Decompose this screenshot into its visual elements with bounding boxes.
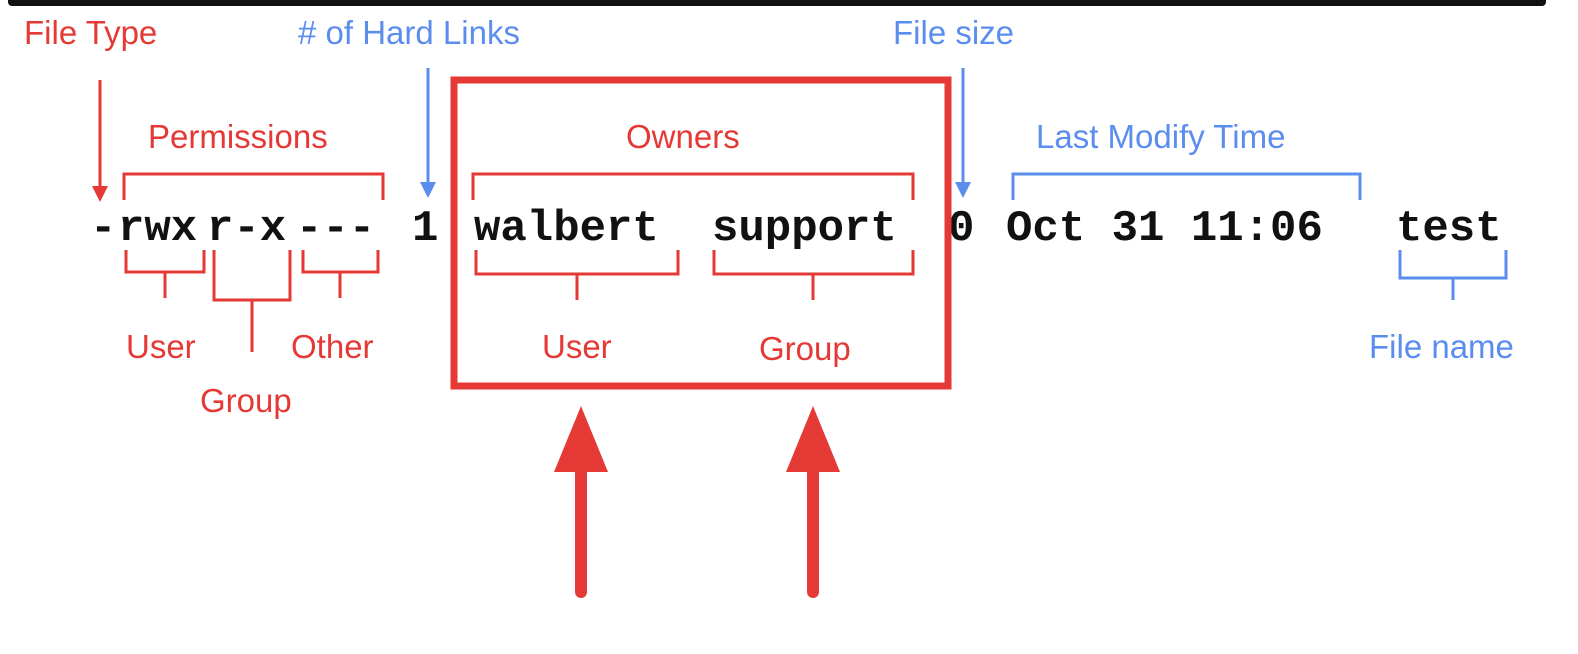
owners-box	[450, 76, 952, 390]
label-perm-user: User	[126, 328, 196, 365]
label-perm-other: Other	[291, 328, 374, 365]
label-owner-group: Group	[759, 330, 851, 367]
cmd-perm-user: rwx	[118, 204, 197, 254]
cmd-owner-group: support	[712, 204, 897, 254]
perm-user-brace	[124, 250, 206, 298]
label-file-type: File Type	[24, 14, 157, 51]
cmd-modify-time: Oct 31 11:06	[1006, 204, 1323, 254]
owner-user-brace	[474, 250, 680, 300]
hard-links-arrow	[420, 68, 436, 198]
label-hard-links: # of Hard Links	[298, 14, 520, 51]
cmd-hard-links: 1	[412, 204, 438, 254]
cmd-perm-other: ---	[296, 204, 375, 254]
file-name-brace	[1398, 250, 1508, 300]
label-permissions: Permissions	[148, 118, 328, 155]
big-arrow-group	[786, 406, 840, 598]
owner-group-brace	[712, 250, 915, 300]
perm-other-brace	[301, 250, 380, 298]
label-file-name: File name	[1369, 328, 1514, 365]
cmd-owner-user: walbert	[474, 204, 659, 254]
modify-time-bracket	[1011, 172, 1362, 200]
cmd-perm-group: r-x	[207, 204, 286, 254]
big-arrow-user	[554, 406, 608, 598]
label-last-modify-time: Last Modify Time	[1036, 118, 1285, 155]
label-owners: Owners	[626, 118, 740, 155]
cmd-file-type: -	[90, 204, 116, 254]
top-border-bar	[8, 0, 1546, 6]
owners-bracket	[471, 172, 915, 200]
label-owner-user: User	[542, 328, 612, 365]
file-size-arrow	[955, 68, 971, 198]
perm-group-brace	[212, 250, 292, 352]
cmd-file-size: 0	[948, 204, 974, 254]
label-file-size: File size	[893, 14, 1014, 51]
permissions-bracket	[122, 172, 385, 200]
label-perm-group: Group	[200, 382, 292, 419]
cmd-file-name: test	[1396, 204, 1502, 254]
file-type-arrow	[92, 80, 108, 202]
